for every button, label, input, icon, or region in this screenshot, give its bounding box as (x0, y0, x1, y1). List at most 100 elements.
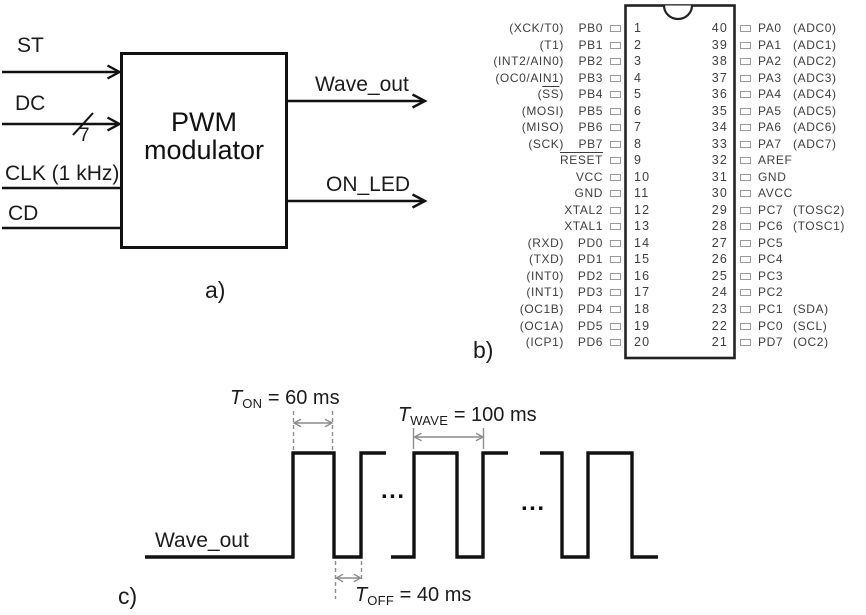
pin-name-label: PD0 (577, 236, 603, 250)
pin-function-label: (ADC2) (793, 54, 837, 68)
pin-name-label: PD2 (577, 269, 603, 283)
pin-name-label: PA7 (758, 137, 782, 151)
pin-square-icon (610, 207, 621, 214)
pin-number: 30 (711, 186, 728, 200)
pin-function-label: (SS) (537, 87, 564, 101)
overline-text: SS (542, 87, 560, 101)
pin-left-label: (SCK) PB7 (420, 137, 603, 152)
pin-name-label: PA2 (758, 54, 782, 68)
pin-square-icon (610, 58, 621, 65)
pin-name-label: GND (574, 186, 603, 200)
t-on-value: = 60 ms (262, 387, 340, 409)
pin-right-label: PA0(ADC0) (758, 21, 837, 36)
waveform-segment-3 (540, 451, 658, 559)
pin-number: 25 (711, 269, 728, 283)
pin-square-icon (740, 273, 751, 280)
pin-square-icon (740, 25, 751, 32)
pin-name-label: PA4 (758, 87, 782, 101)
pin-name-label: AVCC (758, 186, 793, 200)
pin-square-icon (740, 240, 751, 247)
pwm-block-line2: modulator (143, 135, 265, 165)
pin-left-label: (OC1A) PD5 (420, 319, 603, 334)
t-off-arrowhead-right-icon (353, 573, 362, 583)
t-wave-symbol: T (398, 404, 411, 426)
t-wave-arrowhead-right-icon (475, 432, 485, 442)
pin-number: 22 (711, 319, 728, 333)
t-on-symbol: T (230, 387, 243, 409)
pin-name-label: PA5 (758, 104, 782, 118)
pin-left-label: RESET (420, 153, 603, 168)
pin-square-icon (610, 223, 621, 230)
pin-left-label: VCC (420, 170, 603, 185)
pin-function-label: (ADC3) (793, 71, 837, 85)
waveform-segment-1 (145, 451, 386, 559)
t-off-subscript: OFF (367, 593, 395, 608)
pin-name-label: GND (758, 170, 787, 184)
pin-left-label: XTAL1 (420, 219, 603, 234)
pin-name-label: PD7 (758, 335, 784, 349)
pin-right-label: PA1(ADC1) (758, 38, 837, 53)
pin-function-label: (XCK/T0) (509, 21, 564, 35)
pin-square-icon (740, 190, 751, 197)
pin-function-label: (OC1A) (519, 319, 564, 333)
pin-right-label: PA2 (ADC2) (758, 54, 837, 69)
pin-right-label: PC4 (758, 252, 793, 267)
pin-number: 16 (634, 269, 651, 283)
t-wave-value: = 100 ms (448, 404, 537, 426)
pin-name-label: PD1 (577, 252, 603, 266)
pin-name-label: XTAL2 (564, 203, 603, 217)
panel-c-caption: c) (118, 583, 138, 609)
pin-square-icon (740, 323, 751, 330)
pin-name-label: PC1 (758, 302, 784, 316)
pin-name-label: PB2 (578, 54, 603, 68)
pin-function-label: (MOSI) (521, 104, 564, 118)
pin-right-label: PC7(TOSC2) (758, 203, 845, 218)
t-off-symbol: T (355, 584, 368, 606)
ic-notch-icon (662, 5, 694, 21)
pin-left-label: GND (420, 186, 603, 201)
pin-name-label: PD4 (577, 302, 603, 316)
pin-function-label: (ADC1) (793, 38, 837, 52)
pin-right-label: AREF (758, 153, 793, 168)
pin-number: 17 (634, 285, 651, 299)
pin-function-label: (ADC4) (793, 87, 837, 101)
pin-function-label: (ADC6) (793, 120, 837, 134)
pin-function-label: (ADC7) (793, 137, 837, 151)
pin-name-label: PC5 (758, 236, 784, 250)
pin-function-label: (SCK) (528, 137, 564, 151)
pin-function-label: (ADC0) (793, 21, 837, 35)
pin-number: 3 (634, 54, 643, 68)
pin-number: 4 (634, 71, 643, 85)
pin-square-icon (740, 91, 751, 98)
pin-number: 18 (634, 302, 651, 316)
dimension-lines (292, 411, 485, 599)
pin-number: 6 (634, 104, 643, 118)
pin-square-icon (610, 25, 621, 32)
pin-number: 23 (711, 302, 728, 316)
pwm-block-diagram (2, 52, 428, 249)
pin-number: 24 (711, 285, 728, 299)
overline-text: RESET (559, 153, 603, 167)
pin-name-label: PC6 (758, 219, 784, 233)
st-label: ST (17, 34, 44, 57)
pin-left-label: (RXD)PD0 (420, 236, 603, 251)
pin-square-icon (740, 124, 751, 131)
pin-number: 10 (634, 170, 651, 184)
pin-function-label: (INT1) (526, 285, 564, 299)
pin-name-label: PD5 (577, 319, 603, 333)
pin-square-icon (610, 323, 621, 330)
pin-square-icon (740, 174, 751, 181)
bus-width-label: 7 (79, 125, 90, 146)
pin-right-label: PD7(OC2) (758, 335, 829, 350)
pin-right-label: GND (758, 170, 793, 185)
pin-square-icon (610, 75, 621, 82)
pin-name-label: PB7 (578, 137, 603, 151)
pin-number: 5 (634, 87, 643, 101)
pin-number: 21 (711, 335, 728, 349)
pin-name-label: PA6 (758, 120, 782, 134)
pin-name-label: RESET (560, 153, 603, 168)
pin-number: 28 (711, 219, 728, 233)
pin-right-label: PC5 (758, 236, 793, 251)
